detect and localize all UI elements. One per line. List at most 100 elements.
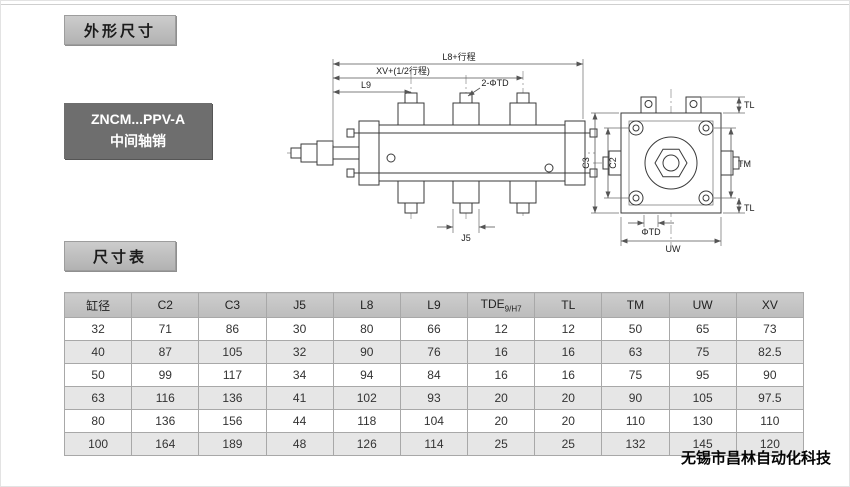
table-cell: 73 — [735, 317, 805, 341]
table-header-cell: C3 — [198, 292, 267, 318]
table-cell: 136 — [131, 409, 200, 433]
dim-label-td: ΦTD — [641, 227, 661, 237]
table-cell: 118 — [332, 409, 401, 433]
table-header-cell: 缸径 — [63, 292, 133, 318]
trunnion-pin — [404, 202, 418, 214]
table-cell: 117 — [198, 363, 267, 387]
table-cell: 16 — [534, 363, 603, 387]
table-cell: 110 — [601, 409, 670, 433]
table-cell: 75 — [601, 363, 670, 387]
rod-collar — [316, 140, 334, 166]
table-cell: 189 — [198, 432, 267, 456]
table-cell: 12 — [534, 317, 603, 341]
piston-rod — [332, 146, 360, 160]
table-cell: 20 — [534, 386, 603, 410]
trunnion-pin — [404, 92, 418, 104]
table-header-cell: L9 — [399, 292, 469, 318]
table-header-cell: J5 — [265, 292, 334, 318]
table-cell: 104 — [399, 409, 469, 433]
table-cell: 20 — [467, 386, 536, 410]
table-cell: 90 — [735, 363, 805, 387]
table-header-cell: C2 — [131, 292, 200, 318]
dim-label-tm: TM — [738, 159, 751, 169]
table-cell: 87 — [131, 340, 200, 364]
table-cell: 120 — [735, 432, 805, 456]
table-header-cell: TM — [601, 292, 670, 318]
table-cell: 63 — [601, 340, 670, 364]
table-cell: 97.5 — [735, 386, 805, 410]
trunnion-pin — [459, 202, 473, 214]
table-cell: 82.5 — [735, 340, 805, 364]
rear-cap — [564, 120, 586, 186]
table-cell: 164 — [131, 432, 200, 456]
table-cell: 48 — [265, 432, 334, 456]
trunnion-pin — [459, 92, 473, 104]
table-cell: 116 — [131, 386, 200, 410]
table-cell: 63 — [63, 386, 133, 410]
dim-label-l9: L9 — [361, 80, 371, 90]
port-rear — [544, 163, 554, 173]
dim-label-j5: J5 — [461, 233, 471, 243]
table-cell: 126 — [332, 432, 401, 456]
table-cell: 145 — [668, 432, 737, 456]
table-cell: 94 — [332, 363, 401, 387]
table-cell: 100 — [63, 432, 133, 456]
table-cell: 32 — [265, 340, 334, 364]
table-cell: 44 — [265, 409, 334, 433]
table-cell: 50 — [63, 363, 133, 387]
table-header-cell: L8 — [332, 292, 401, 318]
table-header-cell: TL — [534, 292, 603, 318]
table-cell: 80 — [332, 317, 401, 341]
table-cell: 130 — [668, 409, 737, 433]
table-cell: 75 — [668, 340, 737, 364]
table-cell: 16 — [467, 363, 536, 387]
model-code: ZNCM...PPV-A — [90, 111, 186, 128]
table-cell: 32 — [63, 317, 133, 341]
table-cell: 50 — [601, 317, 670, 341]
table-cell: 136 — [198, 386, 267, 410]
table-cell: 12 — [467, 317, 536, 341]
table-cell: 84 — [399, 363, 469, 387]
dim-label-uw: UW — [666, 244, 681, 254]
trunnion-block — [452, 102, 480, 126]
top-divider — [1, 4, 849, 5]
section-label-text: 尺寸表 — [92, 248, 147, 266]
technical-drawing: L8+行程 XV+(1/2行程) L9 2-ΦTD J5 — [287, 51, 755, 254]
dim-label-2td: 2-ΦTD — [481, 78, 509, 88]
table-cell: 93 — [399, 386, 469, 410]
table-cell: 105 — [668, 386, 737, 410]
table-cell: 114 — [399, 432, 469, 456]
cylinder-side-view — [287, 71, 598, 219]
rod-tip — [290, 147, 302, 159]
table-cell: 80 — [63, 409, 133, 433]
table-cell: 66 — [399, 317, 469, 341]
table-cell: 156 — [198, 409, 267, 433]
rod-nut — [300, 143, 318, 163]
side-view-dimensions: L8+行程 XV+(1/2行程) L9 2-ΦTD J5 — [332, 51, 584, 243]
table-cell: 41 — [265, 386, 334, 410]
trunnion-block — [397, 102, 425, 126]
dim-label-l8: L8+行程 — [442, 51, 475, 62]
rod-circle — [662, 154, 680, 172]
model-description: 中间轴销 — [110, 133, 166, 149]
trunnion-pin — [516, 92, 530, 104]
table-cell: 71 — [131, 317, 200, 341]
company-watermark: 无锡市昌林自动化科技 — [680, 450, 831, 467]
table-cell: 90 — [332, 340, 401, 364]
table-header-cell: UW — [668, 292, 737, 318]
dim-label-tl-bottom: TL — [744, 203, 755, 213]
table-cell: 90 — [601, 386, 670, 410]
table-cell: 30 — [265, 317, 334, 341]
dim-label-tl-top: TL — [744, 100, 755, 110]
dim-label-c3: C3 — [581, 157, 591, 169]
table-cell: 34 — [265, 363, 334, 387]
table-cell: 110 — [735, 409, 805, 433]
table-cell: 65 — [668, 317, 737, 341]
